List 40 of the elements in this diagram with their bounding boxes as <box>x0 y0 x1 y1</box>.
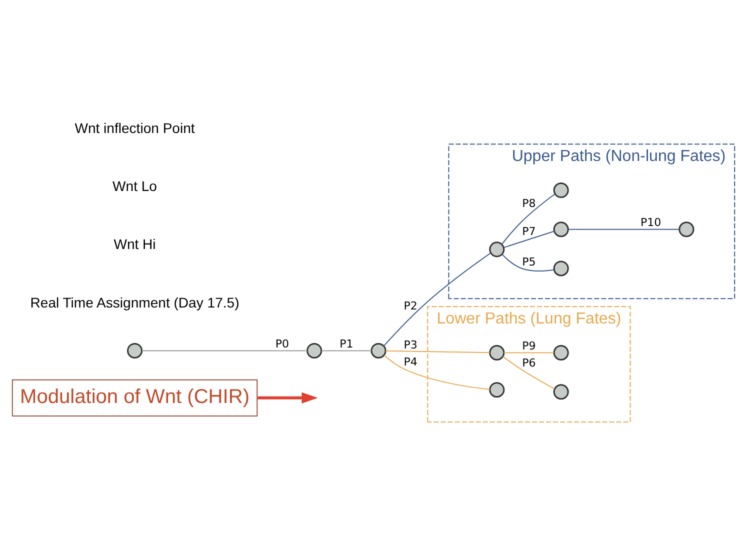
node-circle <box>553 222 569 238</box>
edge-label: P9 <box>522 340 536 353</box>
label: Real Time Assignment (Day 17.5) <box>30 294 240 310</box>
connector <box>383 252 491 346</box>
edge-label: P6 <box>522 356 536 370</box>
node-circle <box>306 342 322 359</box>
node-circle <box>553 384 569 400</box>
edge-label: P3 <box>404 338 418 352</box>
connector <box>386 350 490 354</box>
edge-label: P0 <box>275 338 290 351</box>
node-circle <box>678 222 694 238</box>
node-circle <box>370 342 386 359</box>
node-circle <box>489 242 505 258</box>
connector <box>502 356 555 390</box>
edge-label: P2 <box>404 299 418 312</box>
label: Wnt Hi <box>114 236 156 252</box>
label: Wnt inflection Point <box>74 120 195 136</box>
connector <box>322 350 372 352</box>
edge-label: P4 <box>404 356 418 369</box>
connector <box>568 228 680 230</box>
node-box: Modulation of Wnt (CHIR) <box>12 379 258 416</box>
node-circle <box>553 260 569 276</box>
connector <box>504 230 554 248</box>
node-circle <box>489 344 505 361</box>
connector <box>502 194 556 244</box>
edge-label: P8 <box>522 197 536 210</box>
connector <box>142 350 308 352</box>
node-circle <box>553 182 569 198</box>
label: Wnt Lo <box>112 178 157 194</box>
connector <box>384 354 490 390</box>
node-circle <box>553 344 569 361</box>
arrow <box>258 392 318 404</box>
edge-label: P1 <box>340 338 354 351</box>
node-circle <box>127 342 143 359</box>
connector <box>504 352 554 354</box>
node-circle <box>489 382 505 398</box>
edge-label: P5 <box>522 255 536 268</box>
connector <box>502 254 554 272</box>
edge-label: P10 <box>640 216 662 230</box>
edge-label: P7 <box>522 225 536 238</box>
